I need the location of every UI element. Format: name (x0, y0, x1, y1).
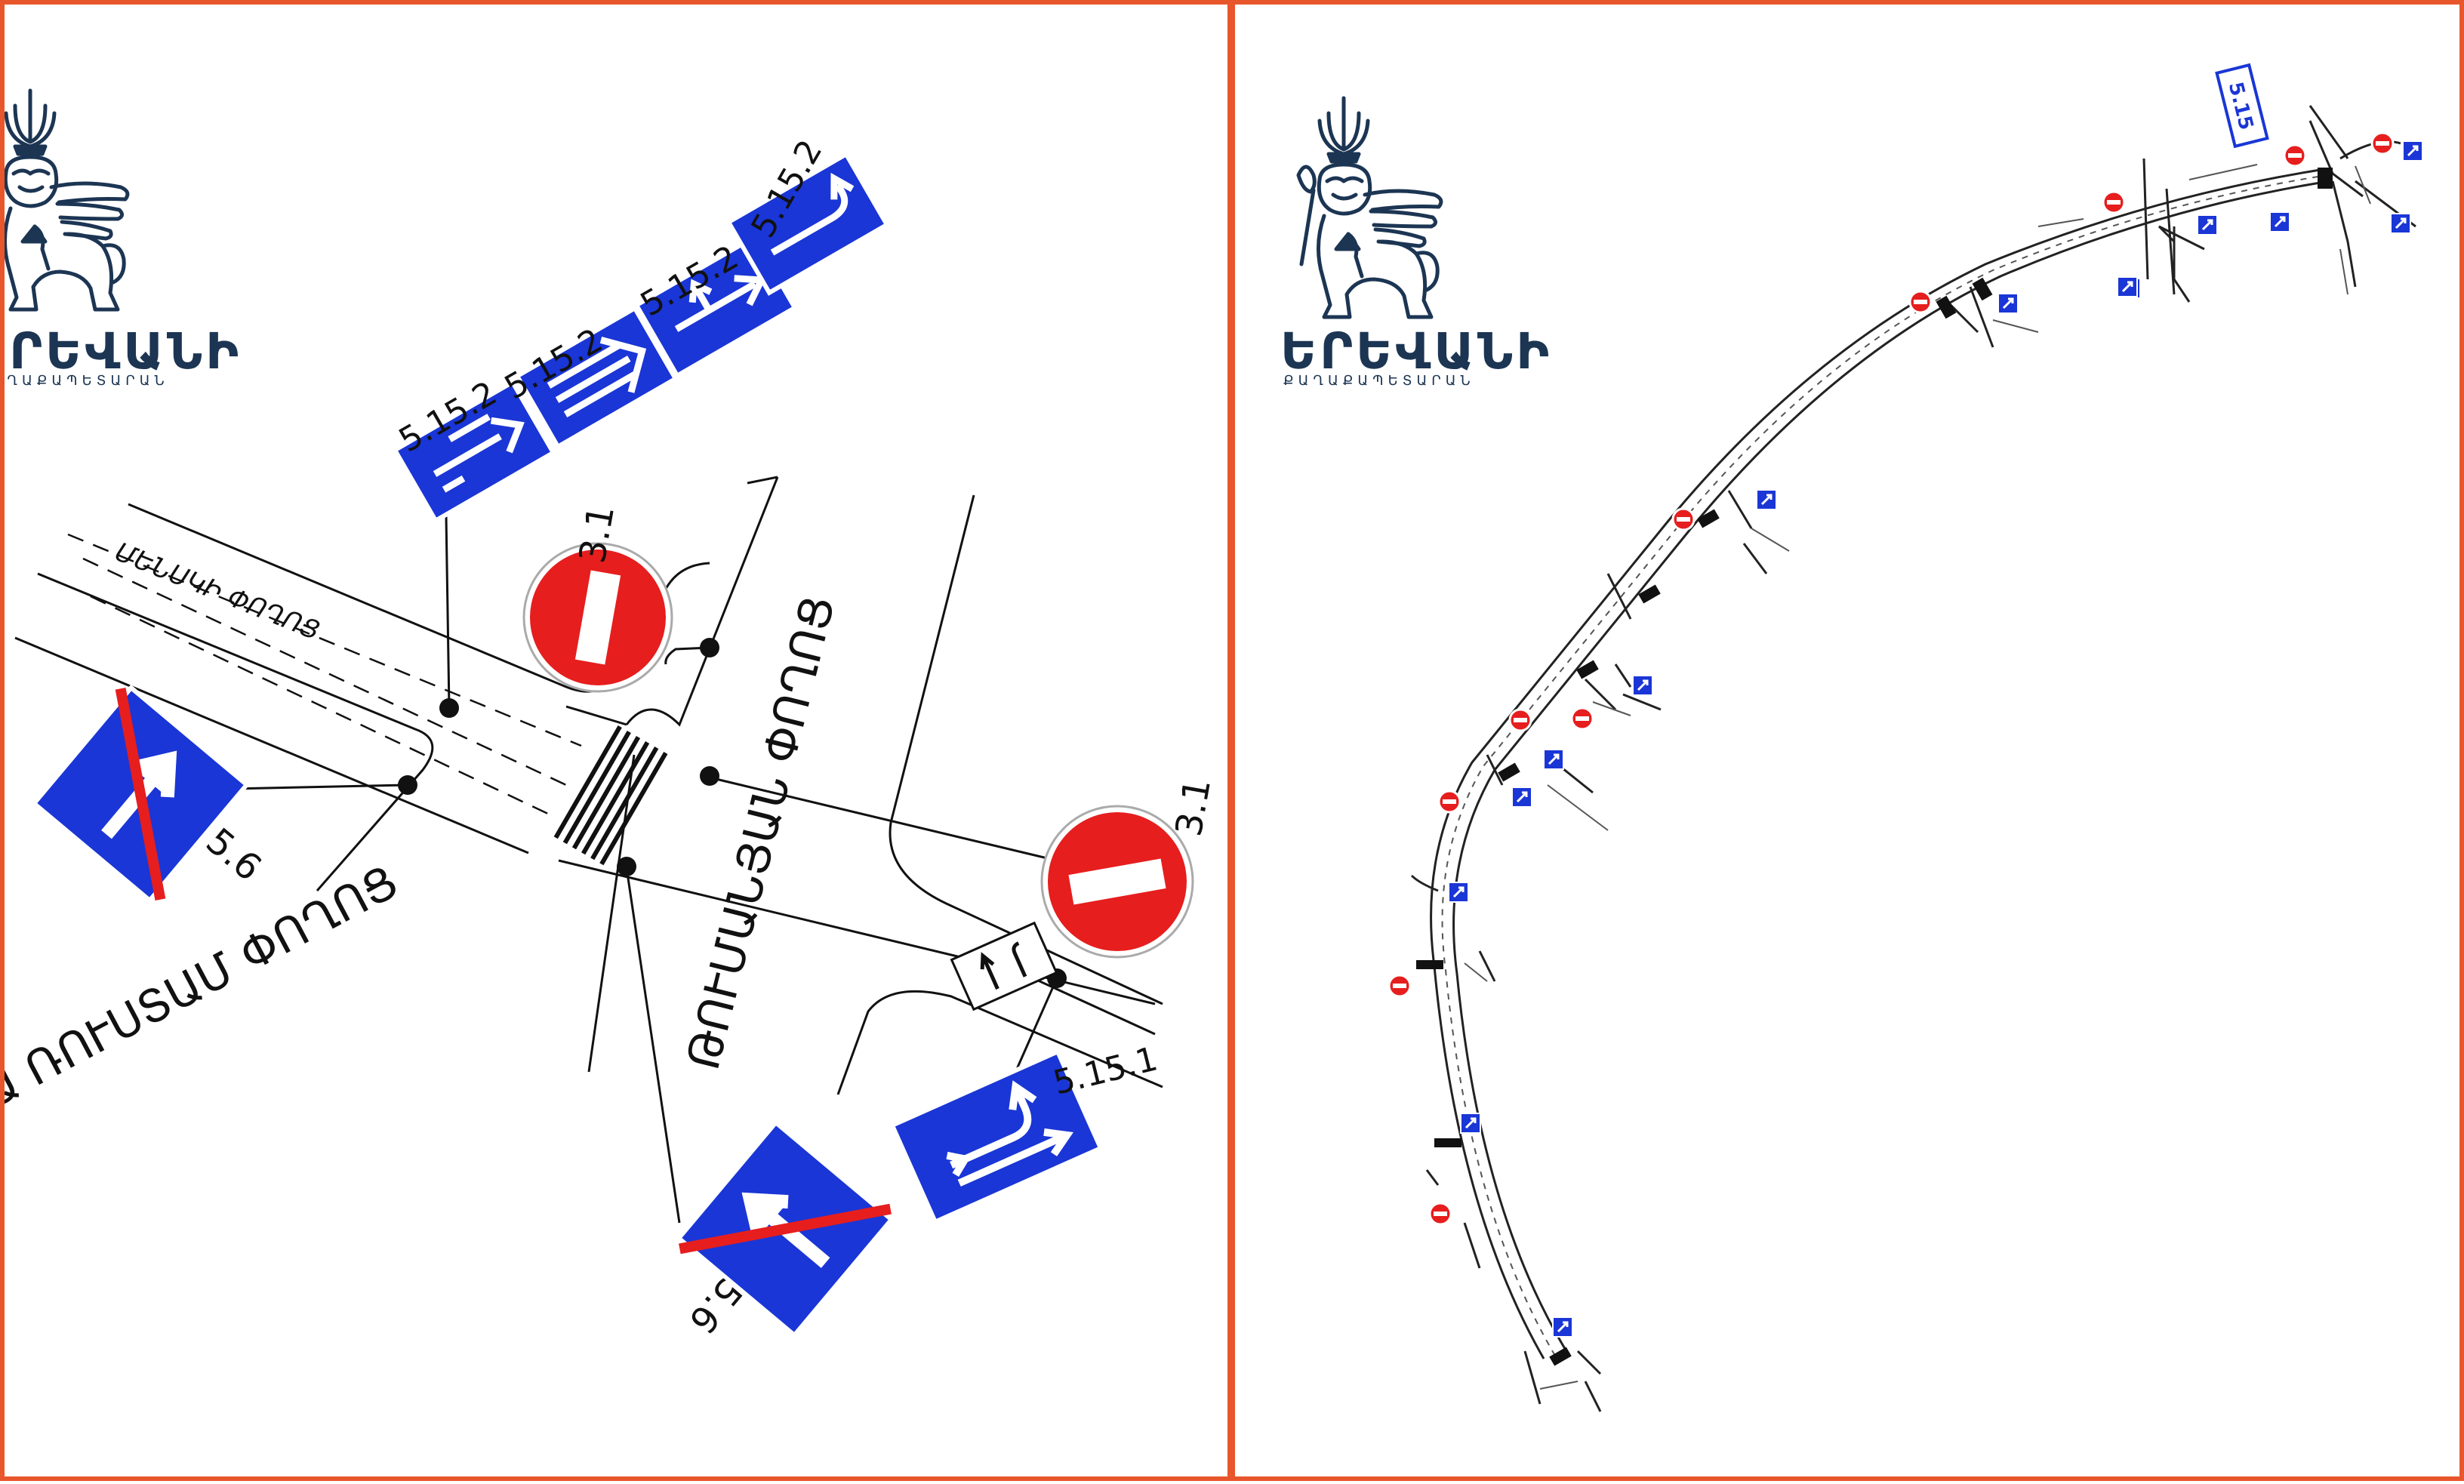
logo-right (1298, 98, 1441, 317)
lane-direction-sign (889, 1048, 1104, 1225)
route-street-label-marks (1464, 164, 2371, 1390)
route-direction-markers (1448, 140, 2423, 1338)
right-panel-frame (1230, 0, 2464, 1481)
lane-direction-code: 5.15.1 (1049, 1039, 1161, 1102)
road-marking-box (950, 921, 1058, 1011)
lion-emblem-icon (0, 91, 128, 309)
route-median (1441, 174, 2328, 1356)
logo-subtitle-right: ՔԱՂԱՔԱՊԵՏԱՐԱՆ (1283, 373, 1475, 389)
logo (0, 91, 128, 309)
route-badge: 5.15 (2215, 63, 2269, 149)
logo-name: ԵՐԵՎԱՆԻ (0, 322, 242, 380)
street-label-main-diagonal: ՄԵՆՍԿԻ ՓՈՂՈՑ (111, 537, 325, 646)
route-no-entry-markers (1388, 131, 2395, 1226)
lane-sign-4 (725, 151, 891, 296)
sign-post-dots (398, 638, 1067, 988)
route-overview-panel: ԵՐԵՎԱՆԻ ՔԱՂԱՔԱՊԵՏԱՐԱՆ (1280, 63, 2423, 1412)
lane-sign-2 (513, 305, 679, 450)
one-way-end-sign-left (30, 684, 251, 904)
intersection-detail-panel: ԵՐԵՎԱՆԻ ՔԱՂԱՔԱՊԵՏԱՐԱՆ (0, 91, 1219, 1341)
one-way-end-sign-bottom (675, 1119, 895, 1339)
route-crosswalks (1416, 168, 2333, 1366)
no-entry-code-right: 3.1 (1168, 775, 1219, 839)
no-entry-sign-top (522, 542, 673, 693)
no-entry-code-top: 3.1 (571, 502, 623, 566)
crosswalk (553, 725, 668, 866)
left-panel-frame (0, 0, 1232, 1481)
street-label-right-road: ԹՈՒՄԱՆՅԱՆ ՓՈՂՈՑ (677, 590, 846, 1074)
no-entry-sign-right (1040, 805, 1194, 959)
logo-subtitle: ՔԱՂԱՔԱՊԵՏԱՐԱՆ (0, 373, 169, 389)
lion-emblem-icon (1298, 98, 1441, 317)
street-label-left-road: Ա ՌՈՒՍՏԱՄ ՓՈՂՈՑ (0, 855, 407, 1119)
route-road (1430, 168, 2330, 1359)
cross-streets (1410, 105, 2416, 1412)
median-lines (67, 533, 582, 817)
lane-sign-1 (391, 379, 557, 524)
logo-name-right: ԵՐԵՎԱՆԻ (1280, 322, 1552, 380)
